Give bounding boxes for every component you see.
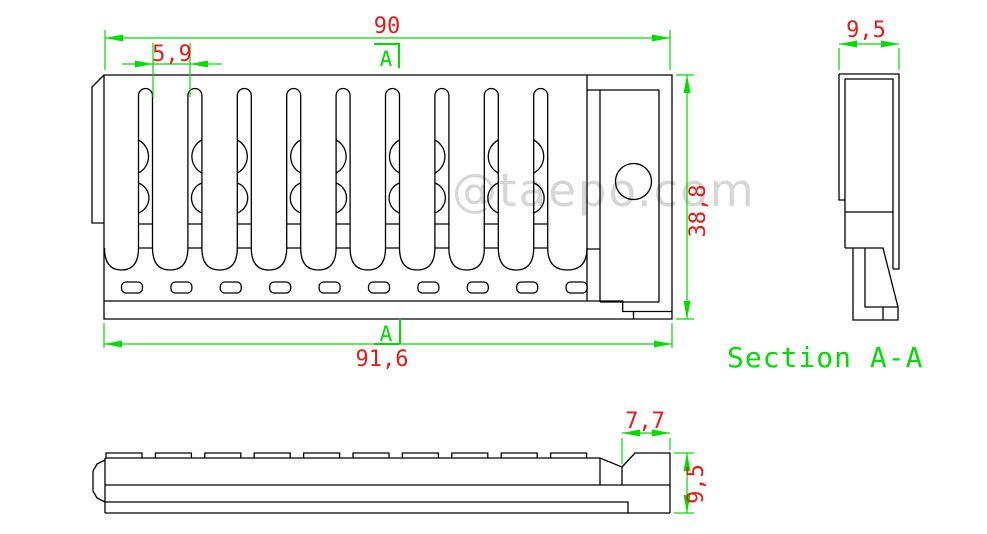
- arrow-right-icon: [652, 429, 670, 437]
- drawing-line: [483, 87, 499, 249]
- arrow-left-icon: [622, 429, 640, 437]
- dim-bottom-height: 9,5: [684, 464, 709, 504]
- drawing-line: [448, 247, 485, 271]
- drawing-line: [497, 247, 535, 271]
- oval-window: [170, 281, 193, 294]
- dimension-texts: 90 5,9 38,8 91,6 9,5 7,7 9,5: [152, 14, 886, 504]
- drawing-line: [250, 247, 288, 271]
- oval-window: [120, 281, 144, 294]
- drawing-line: [286, 87, 302, 249]
- drawing-line: [138, 139, 150, 214]
- arrow-left-icon: [839, 40, 857, 48]
- arrow-right-icon: [135, 60, 153, 68]
- dim-388-lines: [676, 74, 694, 320]
- front-channels: [103, 247, 588, 271]
- drawing-line: [487, 139, 499, 214]
- front-view: [91, 74, 673, 320]
- drawing-line: [547, 247, 588, 271]
- arrow-down-icon: [683, 495, 691, 513]
- dim-front-overall-height: 38,8: [686, 185, 711, 238]
- drawing-line: [384, 87, 401, 249]
- dim-bottom-right-offset: 7,7: [625, 409, 665, 434]
- dim-90-lines: [104, 30, 671, 70]
- section-marker-top: A: [380, 47, 393, 71]
- dimension-arrows: [104, 34, 899, 513]
- arrow-right-icon: [881, 40, 899, 48]
- arrow-up-icon: [683, 453, 691, 471]
- drawing-line: [533, 139, 545, 214]
- drawing-line: [533, 87, 549, 249]
- drawing-line: [451, 452, 489, 458]
- drawing-line: [398, 247, 436, 271]
- dimension-lines: [103, 30, 900, 514]
- bottom-outline: [104, 452, 671, 514]
- drawing-line: [401, 452, 440, 458]
- drawing-line: [190, 139, 203, 214]
- drawing-line: [105, 452, 143, 458]
- arrow-left-icon: [190, 60, 208, 68]
- arrow-left-icon: [104, 340, 122, 348]
- drawing-line: [201, 247, 238, 271]
- section-cut-mark-top: [374, 43, 400, 68]
- section-marker-bottom: A: [380, 322, 393, 346]
- oval-window: [318, 281, 341, 294]
- oval-window: [367, 281, 391, 294]
- dim-95top-lines: [838, 43, 900, 70]
- section-view-label: Section A-A: [727, 341, 923, 374]
- drawing-line: [434, 87, 450, 249]
- section-cut-mark-bottom: [374, 319, 401, 345]
- arrow-right-icon: [652, 34, 670, 42]
- drawing-line: [549, 452, 588, 458]
- front-right-block: [586, 75, 660, 303]
- dim-front-base-width: 91,6: [356, 347, 409, 372]
- section-view: [838, 73, 900, 321]
- drawing-line: [154, 452, 193, 458]
- drawing-line: [253, 452, 291, 458]
- arrow-down-icon: [683, 301, 691, 319]
- oval-window: [516, 281, 539, 294]
- front-ovals: [120, 281, 588, 294]
- front-outline: [103, 74, 673, 320]
- dim-slot-gap: 5,9: [152, 42, 192, 67]
- drawing-line: [137, 87, 154, 249]
- front-slots: [137, 87, 549, 249]
- drawing-line: [349, 247, 387, 271]
- arrow-right-icon: [654, 340, 672, 348]
- drawing-line: [335, 139, 348, 214]
- bottom-teeth: [105, 452, 588, 458]
- drawing-line: [236, 87, 252, 249]
- drawing-line: [236, 139, 249, 214]
- front-bottom-band: [104, 300, 672, 319]
- oval-window: [565, 281, 588, 294]
- arrow-up-icon: [683, 75, 691, 93]
- oval-window: [219, 281, 242, 294]
- section-outline: [838, 73, 900, 321]
- bottom-view: [92, 452, 671, 514]
- drawing-line: [300, 247, 337, 271]
- drawing-line: [204, 452, 242, 458]
- bottom-left-cap: [92, 459, 106, 503]
- oval-window: [269, 281, 292, 294]
- arrow-left-icon: [105, 34, 123, 42]
- drawing-line: [335, 87, 351, 249]
- front-mounting-hole: [614, 162, 653, 201]
- drawing-line: [302, 452, 341, 458]
- green-labels: A A Section A-A: [380, 47, 923, 374]
- oval-window: [417, 281, 440, 294]
- drawing-line: [103, 247, 140, 271]
- drawing-line: [151, 247, 189, 271]
- oval-window: [466, 281, 489, 294]
- drawing-line: [352, 452, 390, 458]
- drawing-line: [500, 452, 538, 458]
- drawing-line: [289, 139, 302, 214]
- front-left-bevel: [91, 74, 105, 224]
- drawing-line: [187, 87, 203, 249]
- dim-front-overall-width: 90: [374, 14, 401, 39]
- watermark-text: @taepo.com: [452, 164, 756, 217]
- dim-section-width: 9,5: [846, 18, 886, 43]
- drawing-line: [434, 139, 446, 214]
- drawing-line: [388, 139, 400, 214]
